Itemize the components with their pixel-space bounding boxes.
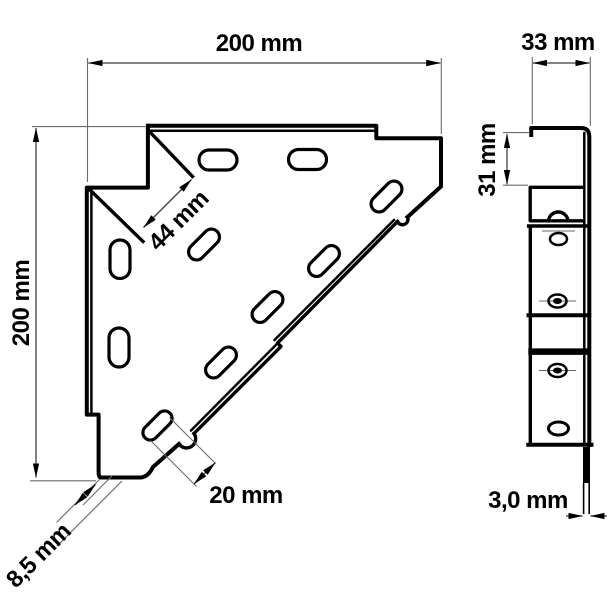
rivet-oval-2 [547,362,568,379]
dim-line [143,179,192,228]
slot-horizontal-1 [197,148,239,172]
slot-diagonal-5 [250,289,285,325]
slot-diagonal-2 [306,243,342,279]
rivet-core-2 [553,367,562,374]
slot-diagonal-3 [369,179,404,214]
slot-vertical-1 [108,238,132,281]
ext-line [56,478,101,523]
dimension-overall-width: 33 mm [521,29,595,126]
ext-line [169,417,216,464]
hem-outer-edge [191,219,400,436]
rivet-oval-1 [547,293,568,309]
dim-corner-slot-length-label: 20 mm [209,482,283,509]
hem-inner-line-lower [189,341,279,432]
hole-oval-1 [548,231,569,247]
dimension-corner-slot-length: 20 mm [150,417,283,509]
dim-corner-slot-edge-gap-label: 8,5 mm [1,518,76,593]
ext-line [82,475,113,506]
side-top-flange [529,126,592,447]
hypotenuse-bottom-notch [176,431,198,450]
plan-bottom-corner [84,123,182,480]
plan-slots [107,147,404,442]
dim-flange-height-label: 31 mm [474,123,501,197]
hem-inner-line-upper [273,218,396,342]
side-view: 33 mm 31 mm 3,0 mm [474,29,607,520]
dimension-flange-height: 31 mm [474,123,530,197]
side-tail-overlap [583,447,590,483]
slot-vertical-2 [107,326,131,369]
hole-oval-2 [547,420,570,437]
side-box-section [528,185,585,223]
ext-line [56,480,123,547]
corner-fold-line-lower [86,186,146,244]
dim-arrow-upper [83,484,96,497]
dim-overall-width-label: 33 mm [521,29,595,56]
side-holes [539,230,576,437]
slot-diagonal-corner-20mm [141,409,174,442]
dim-left-height-label: 200 mm [8,260,35,346]
dim-line [193,462,216,485]
ext-line [150,440,197,487]
slot-diagonal-4 [203,345,239,380]
dimension-sheet-thickness: 3,0 mm [488,487,607,520]
dim-top-width-label: 200 mm [216,30,302,57]
dimension-corner-slot-edge-gap: 8,5 mm [1,475,123,593]
slot-diagonal-1 [186,227,222,262]
side-tail-edges [582,483,590,514]
rivet-core-1 [553,298,562,304]
corner-fold-line-upper [147,129,195,179]
side-box-bump [546,210,570,223]
dimension-top-width: 200 mm [86,30,442,182]
plan-outline [146,123,443,220]
dim-arrow-lower [74,492,88,506]
dim-sheet-thickness-label: 3,0 mm [488,487,568,514]
slot-horizontal-2 [286,147,329,172]
plan-view: 200 mm 200 mm 44 mm 20 mm 8, [1,30,443,593]
dimension-left-height: 200 mm [8,126,146,482]
